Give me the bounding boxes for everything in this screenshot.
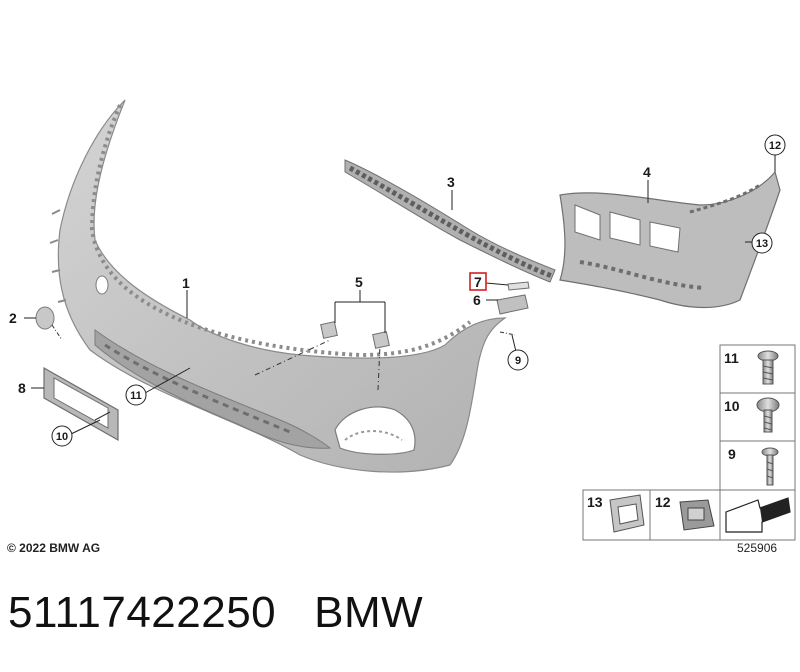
license-plate-base <box>43 366 119 442</box>
callout-1: 1 <box>182 275 190 291</box>
callout-13: 13 <box>756 238 768 250</box>
callout-2: 2 <box>9 310 17 326</box>
callout-12: 12 <box>769 140 781 152</box>
callout-11a-circle <box>125 384 147 406</box>
callout-9: 9 <box>515 355 521 367</box>
part-number: 51117422250 <box>8 588 277 637</box>
callout-7-highlight <box>469 272 487 291</box>
screw-11-icon <box>757 350 779 385</box>
callout-5: 5 <box>355 274 363 290</box>
callout-11a: 11 <box>130 390 142 402</box>
clip-13-icon <box>609 494 645 533</box>
legend-12: 12 <box>655 494 671 510</box>
screw-9-icon <box>761 447 779 486</box>
clip-pair <box>320 321 390 349</box>
legend-11: 11 <box>724 350 739 366</box>
callout-4: 4 <box>643 164 651 180</box>
callout-3: 3 <box>447 174 455 190</box>
callout-13-circle <box>751 232 773 254</box>
legend-10: 10 <box>724 398 740 414</box>
hardware-legend <box>582 344 796 541</box>
callout-10-circle <box>51 425 73 447</box>
diagram-number: 525906 <box>737 541 778 555</box>
screw-10-icon <box>756 397 780 433</box>
brand-name: BMW <box>314 588 424 637</box>
copyright: © 2022 BMW AG <box>7 541 101 555</box>
side-bracket <box>559 170 781 309</box>
callout-6: 6 <box>473 292 481 308</box>
callout-labels: 1 2 3 4 5 6 7 8 9 10 11 12 13 11 10 9 13… <box>9 134 786 510</box>
callout-9-circle <box>507 349 529 371</box>
legend-13: 13 <box>587 494 603 510</box>
callout-10: 10 <box>56 431 68 443</box>
callout-8: 8 <box>18 380 26 396</box>
legend-9: 9 <box>728 446 736 462</box>
small-clips <box>496 281 530 336</box>
part-caption: 51117422250 BMW <box>8 588 423 638</box>
upper-bracket <box>344 159 556 283</box>
diagram-arrow-icon <box>725 497 791 533</box>
callout-7: 7 <box>474 274 482 290</box>
tow-hook-cover <box>35 306 63 341</box>
nut-12-icon <box>679 499 715 531</box>
callout-12-circle <box>764 134 786 156</box>
